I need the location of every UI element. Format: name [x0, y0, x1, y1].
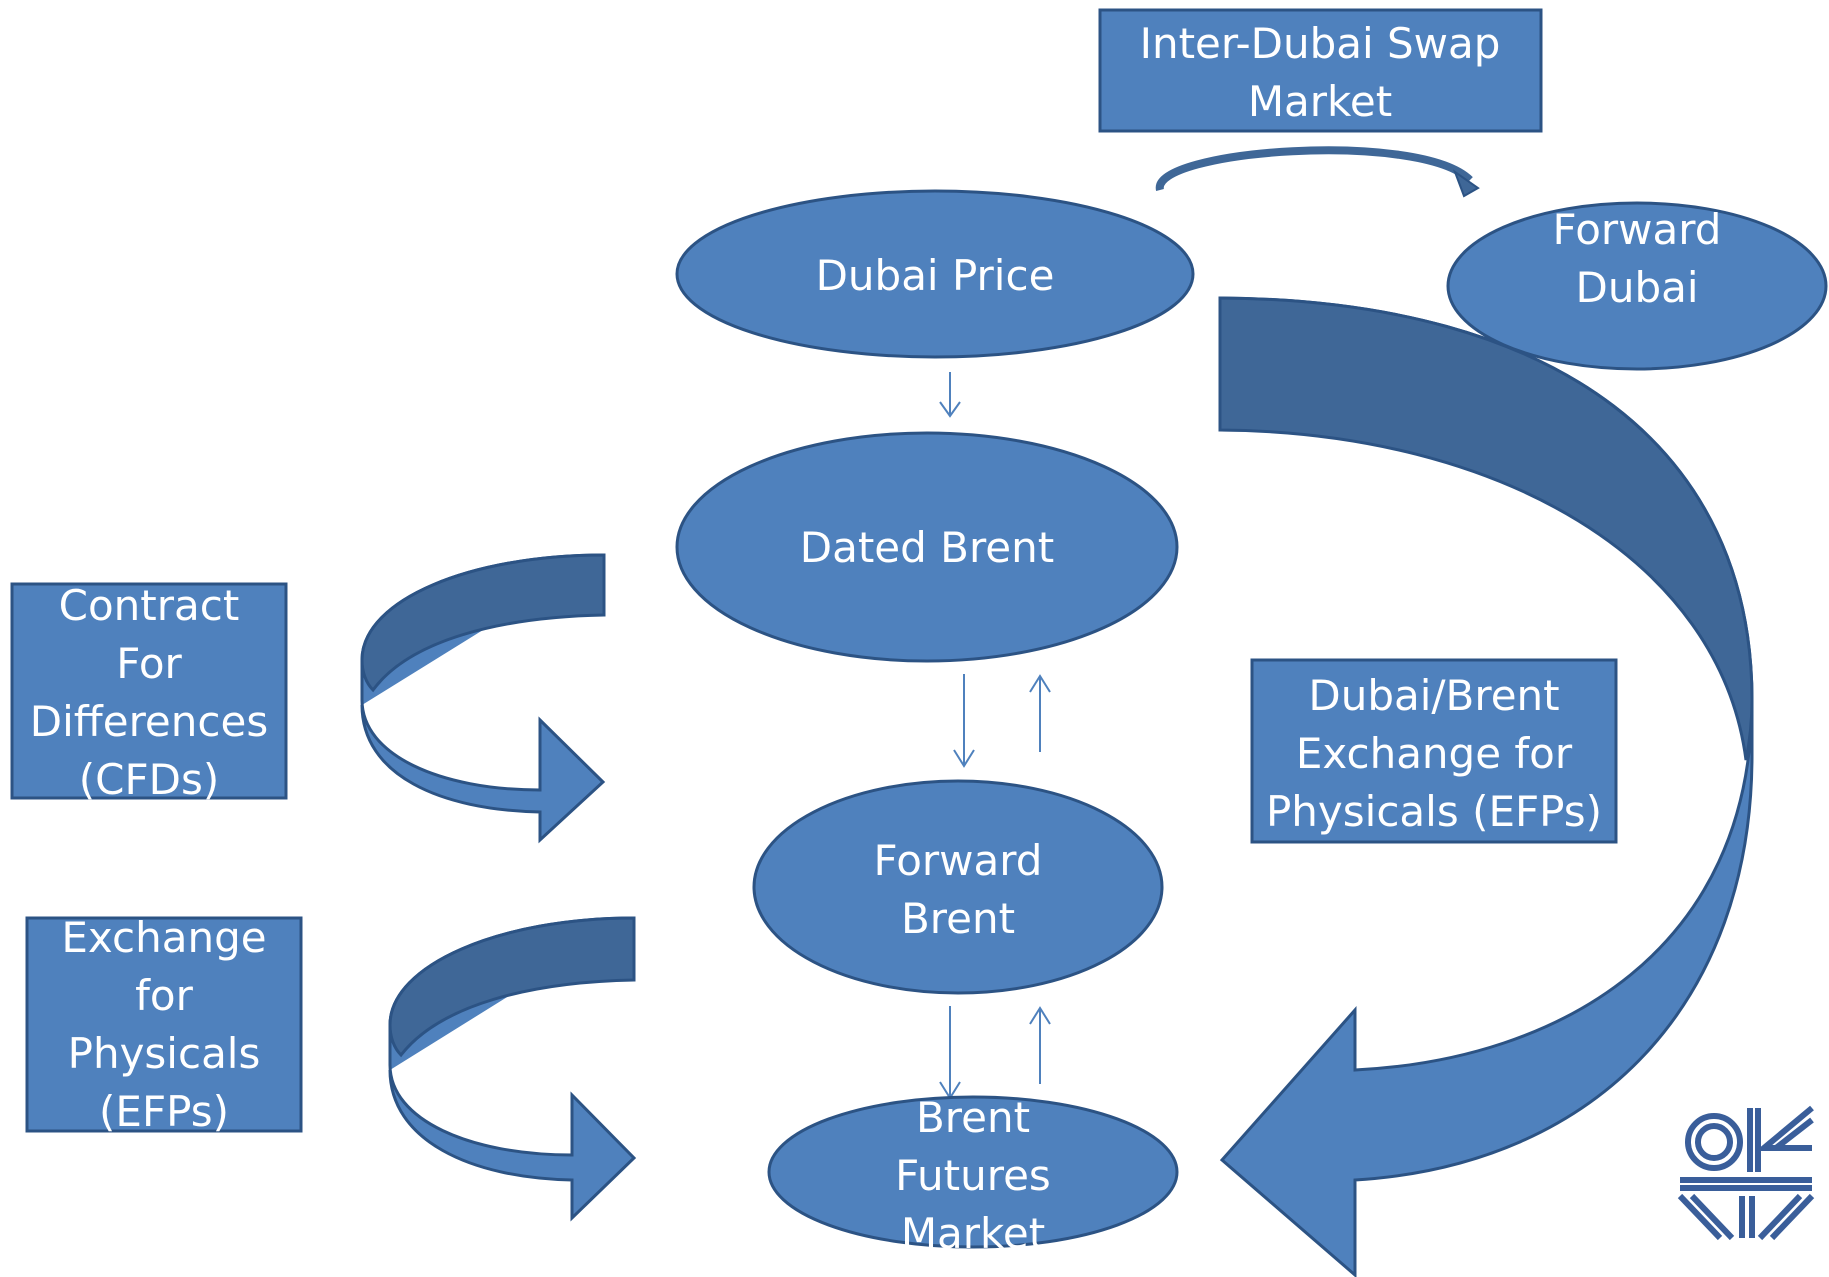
node-forward-brent-line-1: Forward: [874, 836, 1043, 885]
node-dubai-price: Dubai Price: [675, 189, 1195, 359]
node-cfds-line-2: For: [116, 639, 182, 688]
node-dated-brent-line-1: Dated Brent: [800, 523, 1054, 572]
node-brent-futures-line-2: Futures: [895, 1151, 1051, 1200]
node-brent-futures: Brent Futures Market: [767, 1093, 1179, 1258]
node-efps: Exchange for Physicals (EFPs): [25, 913, 303, 1136]
node-forward-dubai: Forward Dubai: [1446, 201, 1828, 371]
node-efps-line-3: Physicals: [68, 1029, 261, 1078]
node-cfds-line-3: Differences: [30, 697, 268, 746]
arrow-futures-to-forward: [1029, 1006, 1051, 1084]
node-dubai-brent-efps-line-3: Physicals (EFPs): [1266, 787, 1602, 836]
node-forward-brent: Forward Brent: [752, 779, 1164, 995]
node-efps-line-1: Exchange: [61, 913, 266, 962]
big-curved-arrow: [1218, 296, 1754, 1277]
arrow-forward-to-futures: [939, 1006, 961, 1100]
node-inter-dubai-swap-line-2: Market: [1248, 77, 1392, 126]
node-efps-line-2: for: [135, 971, 193, 1020]
node-forward-brent-line-2: Brent: [901, 894, 1015, 943]
node-forward-dubai-line-1: Forward: [1553, 205, 1722, 254]
node-dubai-brent-efps-line-1: Dubai/Brent: [1308, 671, 1559, 720]
cfd-curved-arrow: [360, 553, 606, 844]
node-inter-dubai-swap: Inter-Dubai Swap Market: [1098, 8, 1543, 133]
node-forward-dubai-line-2: Dubai: [1575, 263, 1698, 312]
efp-curved-arrow: [388, 916, 637, 1222]
node-dubai-brent-efps-line-2: Exchange for: [1296, 729, 1573, 778]
node-dubai-brent-efps: Dubai/Brent Exchange for Physicals (EFPs…: [1250, 658, 1618, 844]
node-cfds-line-4: (CFDs): [79, 755, 219, 804]
swap-curved-arrow: [1155, 146, 1480, 198]
node-cfds: Contract For Differences (CFDs): [10, 581, 288, 804]
node-cfds-line-1: Contract: [59, 581, 240, 630]
node-inter-dubai-swap-line-1: Inter-Dubai Swap: [1140, 19, 1501, 68]
node-brent-futures-line-1: Brent: [916, 1093, 1030, 1142]
arrow-forward-to-dated-brent: [1029, 674, 1051, 752]
node-efps-line-4: (EFPs): [99, 1087, 229, 1136]
thin-arrows: [939, 372, 1051, 1100]
oies-logo-icon: [1677, 1105, 1815, 1241]
arrow-dated-to-forward-brent: [953, 674, 975, 768]
arrow-dubai-to-dated-brent: [939, 372, 961, 418]
node-dubai-price-line-1: Dubai Price: [816, 251, 1055, 300]
node-brent-futures-line-3: Market: [901, 1209, 1045, 1258]
node-dated-brent: Dated Brent: [675, 431, 1179, 663]
